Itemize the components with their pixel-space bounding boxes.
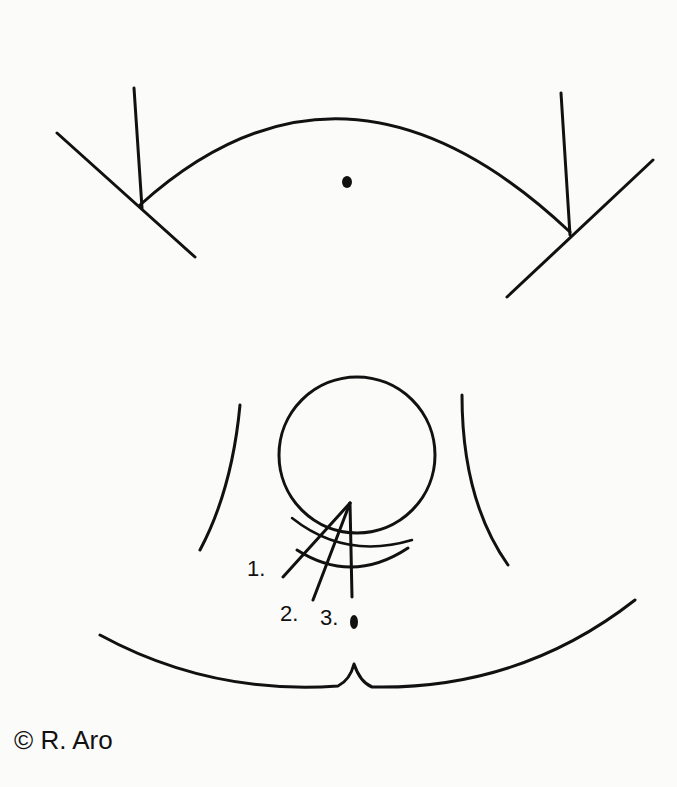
- right-side-curve: [462, 395, 508, 565]
- callout-number: 3.: [320, 607, 338, 629]
- dot: [342, 176, 352, 188]
- lower-curve: [100, 600, 635, 687]
- copyright-notice: © R. Aro: [14, 727, 113, 753]
- upper-arc: [140, 119, 570, 232]
- left-vertical-line: [134, 88, 142, 208]
- callout-number: 2.: [280, 603, 298, 625]
- left-diagonal-line: [57, 133, 195, 257]
- callout-number: 1.: [247, 558, 265, 580]
- right-vertical-line: [561, 93, 570, 235]
- incision-line: [283, 503, 350, 577]
- right-diagonal-line: [507, 160, 653, 297]
- incision-line: [350, 503, 352, 597]
- left-side-curve: [200, 405, 240, 550]
- central-circle: [279, 377, 435, 533]
- dot: [350, 615, 358, 629]
- incision-line: [313, 503, 350, 600]
